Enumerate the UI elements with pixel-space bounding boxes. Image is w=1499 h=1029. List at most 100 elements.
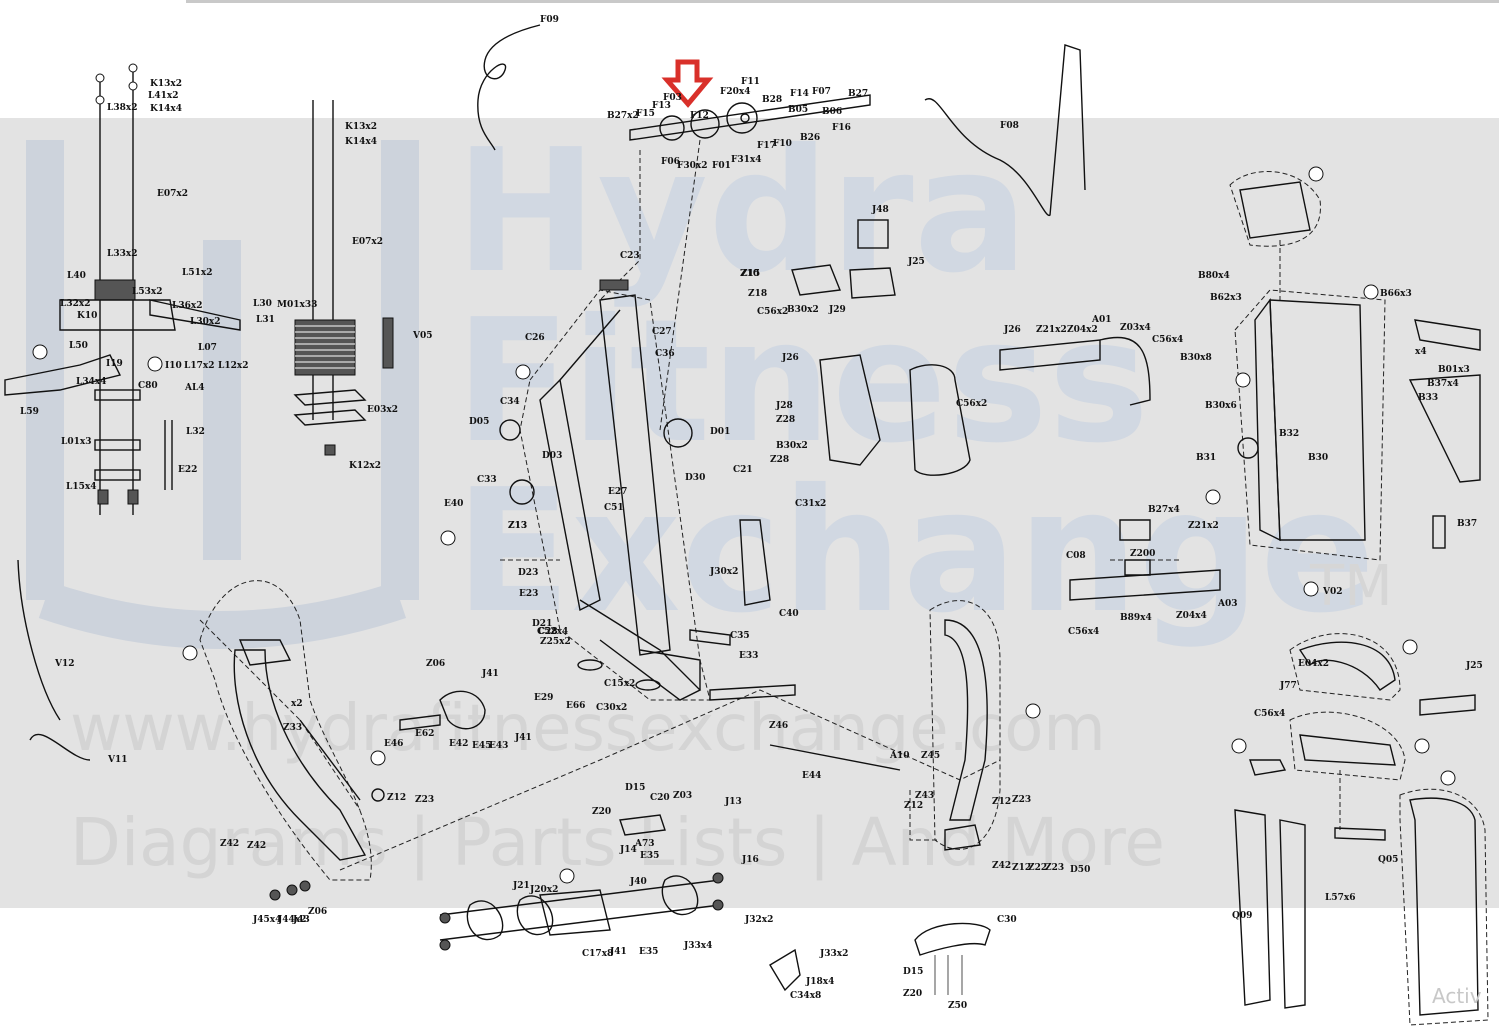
- part-label: V12: [54, 659, 75, 669]
- part-label: V05: [412, 331, 433, 341]
- part-label: M01x33: [277, 300, 317, 310]
- part-label: L40: [67, 271, 86, 281]
- part-label: C08: [1066, 551, 1086, 561]
- side-covers-assembly: [1234, 633, 1489, 1026]
- part-label: Z45: [921, 751, 940, 761]
- part-label: V11: [107, 755, 128, 765]
- part-label: C28: [538, 627, 558, 637]
- part-label: Z10: [740, 269, 759, 279]
- part-label: L41x2: [148, 91, 178, 101]
- part-label: D01: [710, 427, 730, 437]
- part-label: J26: [1003, 325, 1021, 335]
- part-label: K14x4: [150, 104, 182, 114]
- part-label: C26: [525, 333, 545, 343]
- part-label: E35: [640, 851, 659, 861]
- part-label: C31x2: [795, 499, 826, 509]
- part-label: B27x2: [607, 111, 639, 121]
- part-label: B33: [1418, 393, 1438, 403]
- part-label: J20x2: [529, 885, 558, 895]
- part-label: E23: [519, 589, 538, 599]
- part-label: C51: [604, 503, 624, 513]
- part-label: Z23: [1012, 795, 1031, 805]
- top-white-strip: [0, 0, 186, 6]
- part-label: Z43: [915, 791, 934, 801]
- part-label: J45x4: [252, 915, 281, 925]
- part-label: Z20: [592, 807, 611, 817]
- part-label: C56x2: [757, 307, 788, 317]
- part-label: E07x2: [157, 189, 188, 199]
- part-label: F10: [773, 139, 792, 149]
- part-label: B05: [788, 105, 808, 115]
- part-label: Z21x2: [1036, 325, 1067, 335]
- part-label: L12x2: [218, 361, 248, 371]
- part-label: F30x2: [677, 161, 708, 171]
- part-label: C56x4: [1152, 335, 1183, 345]
- part-label: E43: [489, 741, 508, 751]
- part-label: L57x6: [1325, 893, 1355, 903]
- part-label: F17: [757, 141, 776, 151]
- part-label: E44: [802, 771, 821, 781]
- part-label: Z06: [308, 907, 327, 917]
- part-label: L01x3: [61, 437, 91, 447]
- part-label: F20x4: [720, 87, 751, 97]
- part-label: B30x2: [787, 305, 819, 315]
- part-label: J16: [741, 855, 759, 865]
- watermark-line2: Fitness: [455, 283, 1149, 481]
- part-label: J44x2: [277, 915, 306, 925]
- part-label: J26: [781, 353, 799, 363]
- part-label: C34: [500, 397, 520, 407]
- part-label: C56x4: [1254, 709, 1285, 719]
- part-label: J41: [481, 669, 499, 679]
- part-label: C40: [779, 609, 799, 619]
- part-label: Z03: [673, 791, 692, 801]
- part-label: F07: [812, 87, 831, 97]
- part-label: E03x2: [367, 405, 398, 415]
- part-label: J29: [828, 305, 846, 315]
- watermark-tagline: Diagrams | Parts Lists | And More: [70, 804, 1165, 881]
- part-label: I19: [106, 359, 123, 369]
- part-label: B30x2: [776, 441, 808, 451]
- part-label: x4: [1415, 347, 1427, 357]
- part-label: F15: [636, 109, 655, 119]
- part-label: L32: [186, 427, 205, 437]
- part-label: J14: [619, 845, 637, 855]
- part-label: E46: [384, 739, 403, 749]
- part-label: K13x2: [150, 79, 182, 89]
- part-label: Z22: [1028, 863, 1047, 873]
- part-label: K12x2: [349, 461, 381, 471]
- part-label: B37x4: [1427, 379, 1459, 389]
- part-label: L50: [69, 341, 88, 351]
- part-label: Z28: [770, 455, 789, 465]
- watermark-tm: TM: [1309, 554, 1393, 619]
- part-label: Z28: [776, 415, 795, 425]
- part-label: L32x2: [60, 299, 90, 309]
- part-label: C21: [733, 465, 753, 475]
- part-label: C34x8: [790, 991, 821, 1001]
- part-label: K10: [77, 311, 97, 321]
- cable-f08: [924, 44, 1086, 216]
- part-label: L33x2: [107, 249, 137, 259]
- crossbar-assembly: [999, 336, 1221, 601]
- part-label: F09: [540, 15, 559, 25]
- part-label: V02: [1322, 587, 1343, 597]
- red-indicator-arrow: [661, 59, 714, 108]
- part-label: Z33: [283, 723, 302, 733]
- part-label: L15x4: [66, 482, 96, 492]
- part-label: Z06: [426, 659, 445, 669]
- part-label: E27: [608, 487, 627, 497]
- part-label: Q05: [1378, 855, 1398, 865]
- part-label: E62: [415, 729, 434, 739]
- part-label: B26: [800, 133, 820, 143]
- part-label: F08: [1000, 121, 1019, 131]
- part-label: L17x2: [184, 361, 214, 371]
- part-label: D15: [625, 783, 645, 793]
- part-label: C15x2: [604, 679, 635, 689]
- activation-overlay-text: Activ: [1432, 984, 1482, 1008]
- part-label: Z42: [992, 861, 1011, 871]
- top-border-line: [186, 0, 1499, 3]
- part-label: F16: [832, 123, 851, 133]
- part-label: D03: [542, 451, 562, 461]
- part-label: B62x3: [1210, 293, 1242, 303]
